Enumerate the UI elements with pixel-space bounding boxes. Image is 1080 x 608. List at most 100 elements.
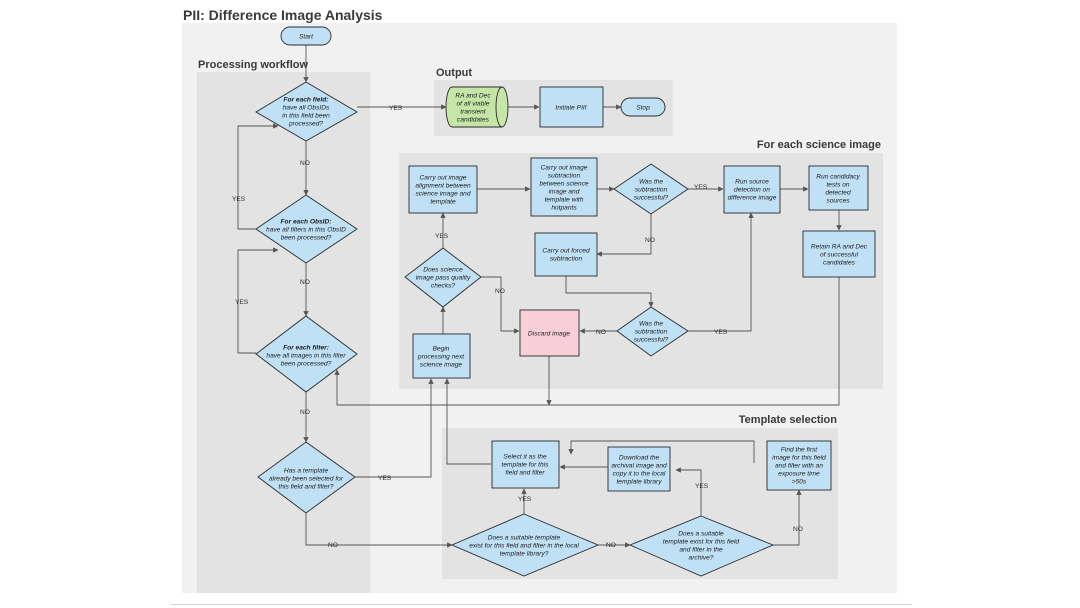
edge-label-success1-yes: YES [694,184,708,191]
start-label: Start [299,33,314,40]
edge-label-field-output: YES [389,105,403,112]
node-label-line: science image and [416,190,471,197]
edge-label-obsid-no: NO [300,279,310,286]
stop-label: Stop [636,104,650,111]
edge-find-first-to-select [568,440,755,463]
stop-terminator [620,97,666,117]
node-label-line: have all filters in this ObsID [266,226,346,233]
node-label-line: Run source [735,178,769,185]
edge-archive-no-to-find-first [773,489,802,546]
node-label-line: RA and Dec [455,92,491,99]
node-label-line: Was the [639,178,663,185]
node-label-line: template library? [500,550,549,557]
node-label-line: >50s [792,478,807,485]
field-decision [255,81,358,142]
source-detection-process [723,165,781,214]
node-label-line: template with [545,196,584,203]
node-label-line: subtraction [635,328,668,335]
node-label-line: processed? [288,120,323,127]
node-label-line: image pass quality [416,274,471,281]
node-label-line: science image [420,361,462,368]
filter-label: For each filter:have all images in this … [266,344,346,367]
node-label-line: Carry out forced [542,247,590,254]
edge-retain-to-filter [334,277,840,406]
node-label-line: have all ObsIDs [283,104,330,111]
filter-decision [255,315,358,393]
candidacy-tests-process [808,165,869,211]
radec-data-store-edge [495,86,503,128]
node-label-line: difference image [728,194,777,201]
node-label-line: Begin [433,345,450,352]
node-label-line: For each field: [283,96,328,103]
node-label-line: exist for this field and filter in the l… [469,542,579,549]
edge-label-local-no: NO [606,542,616,549]
node-label-line: of all viable [457,100,490,107]
node-label-line: subtraction [548,172,581,179]
local-template-decision [450,513,600,577]
edge-label-obsid-yes: YES [232,196,246,203]
obsid-decision [255,194,358,264]
discard-label: Discard image [528,330,570,337]
retain-candidates-process [802,230,876,278]
node-label-line: subtraction [635,186,668,193]
node-label-line: Stop [636,104,650,111]
node-label-line: and filter in the [679,546,723,553]
node-label-line: candidates [823,259,856,266]
edge-label-quality-no: NO [495,288,505,295]
node-label-line: Select it as the [503,453,547,460]
node-label-line: Discard image [528,330,570,337]
node-label-line: image for this field [772,454,826,461]
node-label-line: Initiate PIII [555,104,586,111]
download-archival-process [607,446,671,492]
node-label-line: template exist for this field [663,538,740,545]
node-label-line: For each filter: [283,344,329,351]
find-first-image-process [766,440,832,491]
begin-next-image-process [412,333,471,379]
node-label-line: template for this [502,461,550,468]
select-template-process [491,440,560,489]
node-label-line: Does a suitable template [488,534,561,541]
node-label-line: already been selected for [269,475,344,482]
node-label-line: detected [825,189,851,196]
node-label-line: been processed? [281,360,332,367]
node-label-line: Carry out image [420,174,467,181]
processing-workflow-title: Processing workflow [198,59,308,71]
initiate-label: Initiate PIII [555,104,586,111]
node-label-line: alignment between [415,182,471,189]
node-label-line: transient [460,108,486,115]
node-label-line: Does science [423,266,463,273]
edge-label-quality-yes: YES [435,233,449,240]
node-label-line: been processed? [281,234,332,241]
node-label-line: checks? [431,282,456,289]
node-label-line: template library [616,478,662,485]
page-title: PII: Difference Image Analysis [183,7,383,23]
node-label-line: detection on [734,186,770,193]
node-label-line: hotpants [551,204,577,211]
forced-subtraction-process [534,232,598,277]
edge-forced-to-success2 [565,276,654,308]
node-label-line: between science [539,180,588,187]
archive-template-decision [628,515,775,577]
processing-workflow-panel [197,72,370,593]
edge-has-template-no [305,513,453,548]
node-label-line: archival image and [611,462,667,469]
node-label-line: For each ObsID: [281,218,332,225]
node-label-line: Was the [639,320,663,327]
node-label-line: successful? [634,336,669,343]
edge-label-success2-no: NO [596,329,606,336]
edge-label-field-no: NO [300,160,310,167]
node-label-line: this field and filter? [279,483,334,490]
